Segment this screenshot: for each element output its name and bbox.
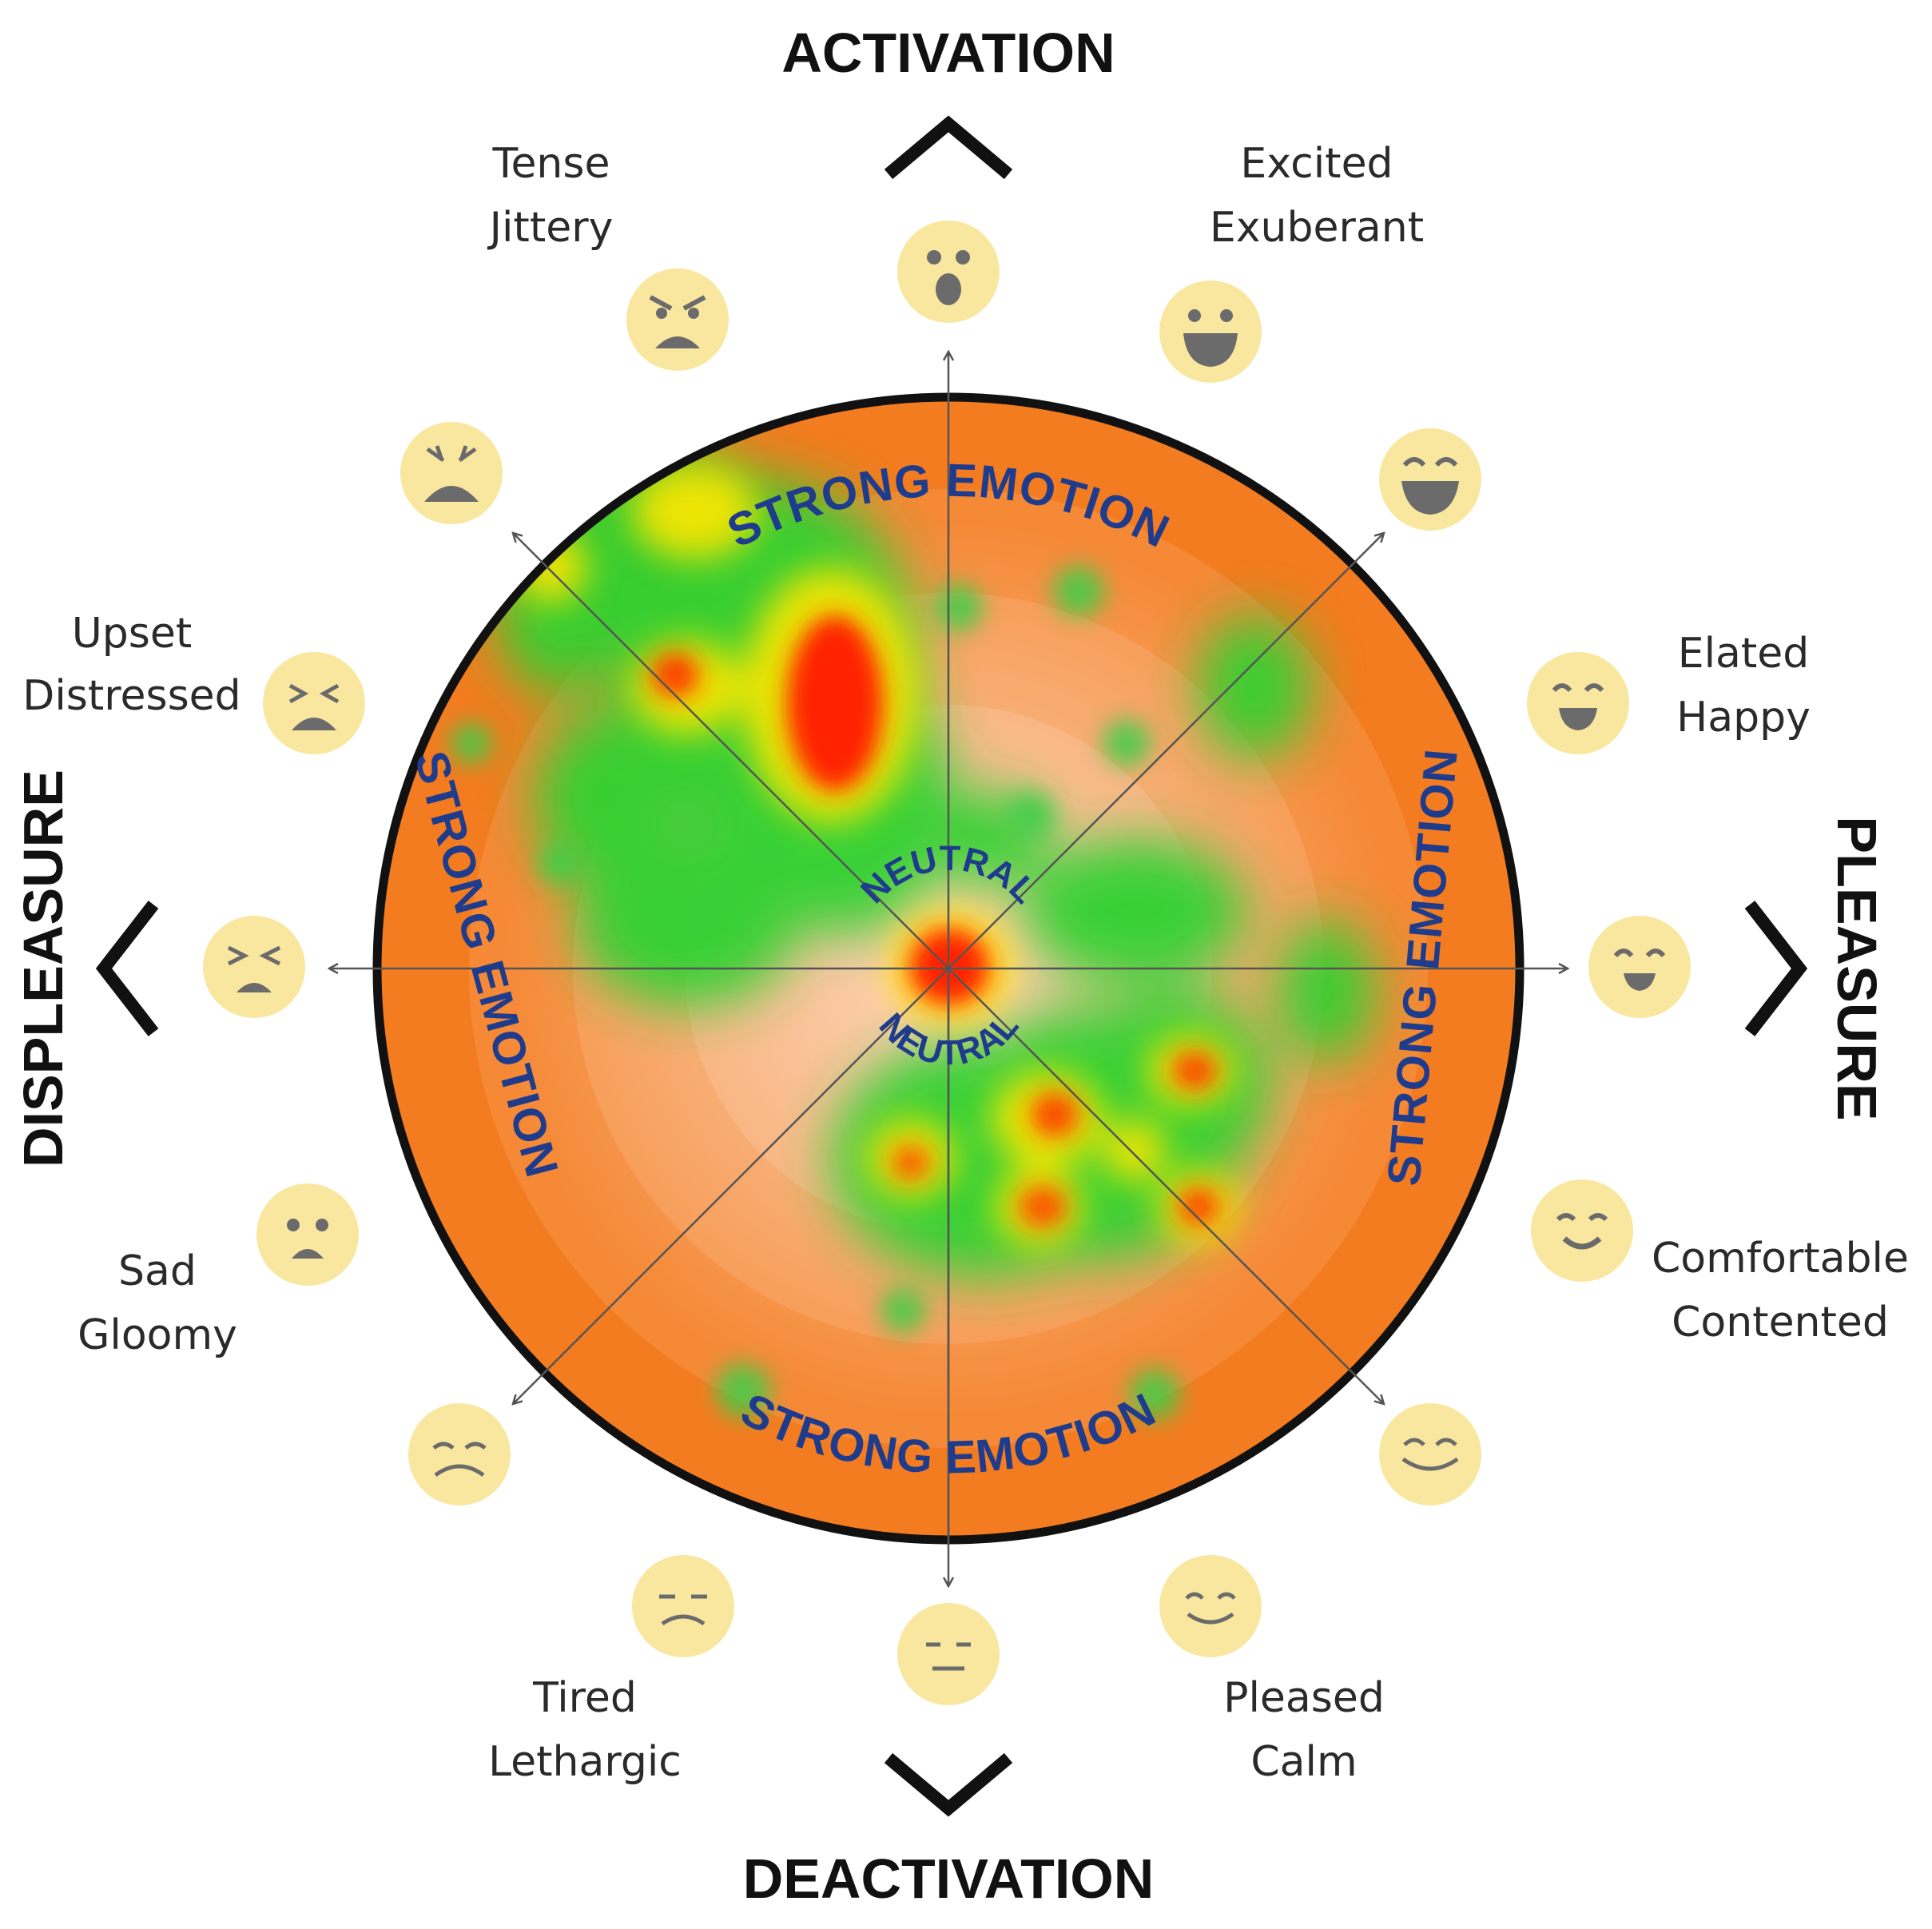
happy-face-icon bbox=[1527, 652, 1629, 754]
svg-text:Gloomy: Gloomy bbox=[78, 1311, 237, 1359]
axis-titles: ACTIVATION DEACTIVATION DISPLEASURE PLEA… bbox=[12, 22, 1888, 1910]
svg-text:Lethargic: Lethargic bbox=[488, 1738, 682, 1786]
surprised-face-icon bbox=[897, 221, 1000, 323]
axis-lines bbox=[329, 352, 1568, 1586]
laughing-face-icon bbox=[1379, 428, 1481, 531]
label-excited-exuberant: Excited Exuberant bbox=[1210, 140, 1424, 252]
emotion-faces bbox=[203, 221, 1691, 1705]
label-upset-distressed: Upset Distressed bbox=[22, 610, 241, 720]
heatmap-overlay bbox=[451, 447, 1374, 1420]
svg-text:Tired: Tired bbox=[532, 1674, 637, 1722]
deactivation-title: DEACTIVATION bbox=[743, 1847, 1155, 1910]
angry-face-icon bbox=[626, 268, 729, 371]
displeasure-title: DISPLEASURE bbox=[12, 770, 74, 1167]
svg-text:Sad: Sad bbox=[118, 1247, 197, 1295]
sleepy-frown-face-icon bbox=[408, 1403, 511, 1505]
screaming-face-icon bbox=[400, 422, 503, 524]
down-chevron-icon bbox=[884, 1752, 1013, 1817]
calm-diagonal-arrow bbox=[948, 968, 1384, 1404]
calm-smile-face-icon bbox=[1379, 1403, 1481, 1505]
tense-diagonal-arrow bbox=[513, 533, 949, 969]
label-sad-gloomy: Sad Gloomy bbox=[78, 1247, 237, 1359]
neutral-face-icon bbox=[897, 1603, 1000, 1705]
svg-text:Pleased: Pleased bbox=[1223, 1674, 1385, 1722]
squinting-upset-face-icon bbox=[203, 916, 305, 1018]
left-chevron-icon bbox=[95, 901, 159, 1036]
label-pleased-calm: Pleased Calm bbox=[1223, 1674, 1385, 1786]
tired-face-icon bbox=[632, 1555, 734, 1657]
label-tired-lethargic: Tired Lethargic bbox=[488, 1674, 682, 1786]
sad-face-icon bbox=[256, 1183, 359, 1286]
svg-text:Happy: Happy bbox=[1676, 694, 1811, 742]
label-elated-happy: Elated Happy bbox=[1676, 630, 1811, 742]
activation-title: ACTIVATION bbox=[781, 22, 1115, 84]
svg-text:Comfortable: Comfortable bbox=[1652, 1235, 1909, 1283]
right-chevron-icon bbox=[1744, 901, 1808, 1036]
svg-text:Upset: Upset bbox=[72, 610, 193, 658]
up-chevron-icon bbox=[884, 115, 1013, 180]
smiling-face-icon bbox=[1588, 916, 1691, 1018]
svg-text:Contented: Contented bbox=[1672, 1299, 1889, 1346]
svg-text:Exuberant: Exuberant bbox=[1210, 204, 1424, 252]
big-grin-face-icon bbox=[1159, 280, 1262, 383]
distressed-face-icon bbox=[263, 652, 365, 754]
label-tense-jittery: Tense Jittery bbox=[487, 140, 614, 252]
relaxed-face-icon bbox=[1159, 1555, 1262, 1657]
tired-diagonal-arrow bbox=[513, 968, 949, 1404]
pleasure-title: PLEASURE bbox=[1826, 816, 1888, 1120]
emotion-labels: Tense Jittery Excited Exuberant Upset Di… bbox=[22, 140, 1909, 1786]
label-comfortable-contented: Comfortable Contented bbox=[1652, 1235, 1909, 1346]
svg-text:Calm: Calm bbox=[1250, 1738, 1357, 1786]
content-face-icon bbox=[1531, 1179, 1633, 1282]
svg-text:Distressed: Distressed bbox=[22, 672, 241, 720]
svg-text:Elated: Elated bbox=[1678, 630, 1810, 678]
svg-text:Jittery: Jittery bbox=[487, 204, 614, 252]
excited-diagonal-arrow bbox=[948, 533, 1384, 969]
svg-text:Tense: Tense bbox=[492, 140, 610, 188]
svg-text:Excited: Excited bbox=[1240, 140, 1393, 188]
